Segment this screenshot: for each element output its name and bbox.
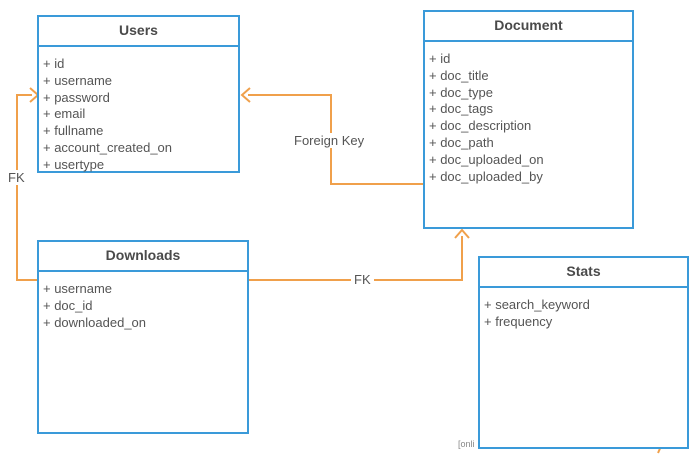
entity-field: + doc_path bbox=[429, 134, 494, 150]
entity-field: + username bbox=[43, 281, 113, 296]
field-list: + id+ username+ password+ email+ fullnam… bbox=[39, 47, 238, 174]
entity-title: Users bbox=[39, 17, 238, 47]
entity-field: + doc_uploaded_by bbox=[429, 168, 543, 184]
arrowhead-document-bottom bbox=[454, 228, 470, 239]
entity-field: + downloaded_on bbox=[43, 314, 147, 330]
entity-field: + doc_type bbox=[429, 84, 493, 100]
connector-downloads-document[interactable] bbox=[248, 236, 463, 281]
entity-field: + id bbox=[43, 56, 65, 71]
relationship-label-downloads-document: FK bbox=[351, 272, 374, 287]
entity-field: + doc_tags bbox=[429, 101, 493, 117]
entity-field: + doc_title bbox=[429, 67, 489, 83]
entity-users[interactable]: Users + id+ username+ password+ email+ f… bbox=[37, 15, 240, 173]
field-list: + username+ doc_id+ downloaded_on bbox=[39, 272, 247, 331]
entity-field: + search_keyword bbox=[484, 297, 590, 312]
entity-downloads[interactable]: Downloads + username+ doc_id+ downloaded… bbox=[37, 240, 249, 434]
entity-field: + fullname bbox=[43, 123, 104, 139]
entity-stats[interactable]: Stats + search_keyword+ frequency bbox=[478, 256, 689, 449]
entity-field: + username bbox=[43, 72, 113, 88]
entity-title: Document bbox=[425, 12, 632, 42]
field-list: + search_keyword+ frequency bbox=[480, 288, 687, 331]
watermark-text: [onli bbox=[458, 439, 475, 449]
entity-field: + doc_uploaded_on bbox=[429, 151, 544, 167]
arrowhead-users-right bbox=[240, 87, 251, 103]
entity-field: + email bbox=[43, 106, 86, 122]
relationship-label-document-users: Foreign Key bbox=[291, 133, 368, 148]
relationship-label-downloads-users: FK bbox=[5, 170, 28, 185]
field-list: + id+ doc_title+ doc_type+ doc_tags+ doc… bbox=[425, 42, 632, 185]
entity-field: + id bbox=[429, 51, 451, 66]
entity-document[interactable]: Document + id+ doc_title+ doc_type+ doc_… bbox=[423, 10, 634, 229]
connector-downloads-users[interactable] bbox=[16, 94, 37, 281]
entity-title: Downloads bbox=[39, 242, 247, 272]
entity-field: + password bbox=[43, 89, 110, 105]
entity-field: + doc_id bbox=[43, 297, 93, 313]
entity-field: + frequency bbox=[484, 313, 553, 329]
entity-field: + doc_description bbox=[429, 118, 532, 134]
entity-field: + usertype bbox=[43, 156, 105, 172]
entity-title: Stats bbox=[480, 258, 687, 288]
entity-field: + account_created_on bbox=[43, 139, 173, 155]
